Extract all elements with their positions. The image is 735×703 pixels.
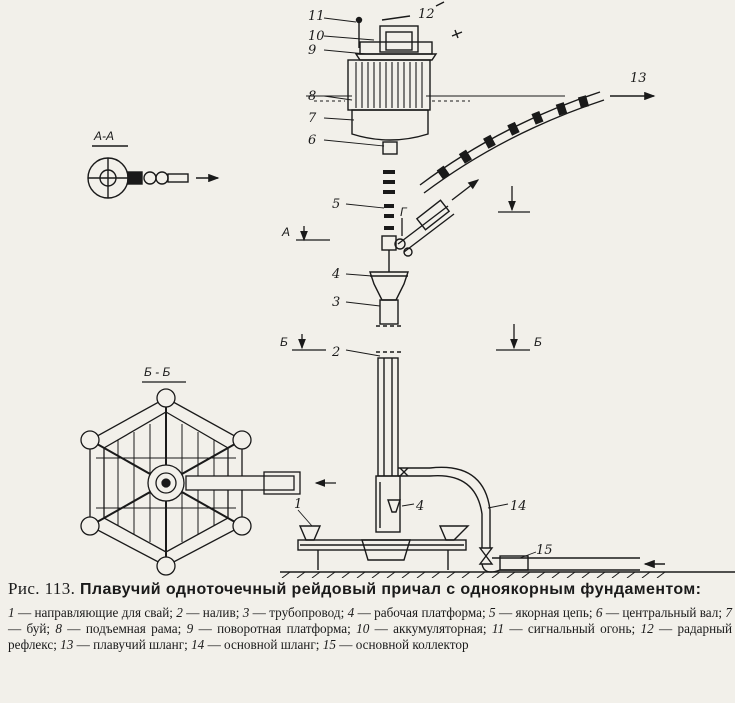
section-g-mark: Г — [400, 205, 408, 219]
legend-number: 13 — [60, 637, 74, 652]
legend-number: 15 — [322, 637, 336, 652]
legend-number: 7 — [725, 605, 732, 620]
legend-item: 14 — основной шланг; — [191, 637, 323, 652]
callout-15: 15 — [536, 543, 553, 558]
legend-number: 11 — [491, 621, 505, 636]
legend-text: плавучий шланг — [93, 637, 185, 652]
legend-number: 6 — [595, 605, 603, 620]
section-b-mark-right: Б — [534, 335, 542, 349]
callout-6: 6 — [308, 133, 316, 148]
seabed-foundation — [280, 525, 735, 578]
legend-text: якорная цепь — [515, 605, 589, 620]
section-a-mark: А — [281, 225, 290, 239]
legend-text: подъемная рама — [85, 621, 178, 636]
callout-12: 12 — [418, 7, 435, 22]
main-hose — [398, 466, 665, 573]
callout-labels: 11 12 10 9 8 7 6 5 4 3 2 4 13 14 15 1 — [294, 7, 647, 558]
legend-item: 7 — буй; — [8, 605, 732, 636]
legend-item: 15 — основной коллектор — [322, 637, 469, 652]
legend-text: основной коллектор — [355, 637, 469, 652]
callout-7: 7 — [308, 111, 317, 126]
legend-number: 1 — [8, 605, 15, 620]
legend-text: трубопровод — [269, 605, 341, 620]
callout-3: 3 — [332, 295, 340, 310]
legend-number: 2 — [176, 605, 183, 620]
callout-4-top: 4 — [331, 267, 340, 282]
legend-text: центральный вал — [622, 605, 719, 620]
legend-text: сигнальный огонь — [527, 621, 632, 636]
floating-hose — [394, 91, 656, 257]
legend-item: 3 — трубопровод; — [242, 605, 348, 620]
leader-lines — [297, 17, 537, 559]
callout-13: 13 — [630, 71, 647, 86]
legend-item: 1 — направляющие для свай; — [8, 605, 177, 620]
legend-number: 3 — [242, 605, 250, 620]
figure-legend: 1 — направляющие для свай; 2 — налив; 3 … — [8, 605, 732, 653]
legend-text: радарный рефлекс — [8, 621, 733, 652]
callout-11: 11 — [308, 9, 325, 24]
legend-item: 9 — поворотная платформа; — [186, 621, 357, 636]
legend-text: поворотная платформа — [217, 621, 348, 636]
caption-prefix: Рис. 113. — [8, 579, 76, 598]
water-surface — [306, 95, 565, 102]
legend-text: основной шланг — [224, 637, 316, 652]
callout-2: 2 — [331, 345, 340, 360]
legend-number: 12 — [640, 621, 654, 636]
section-aa-detail — [87, 145, 220, 199]
mooring-diagram: 11 12 10 9 8 7 6 5 4 3 2 4 13 14 15 1 А-… — [80, 1, 735, 578]
legend-number: 9 — [186, 621, 194, 636]
buoy-assembly — [347, 1, 463, 155]
section-markers — [292, 186, 530, 351]
legend-text: аккумуляторная — [393, 621, 483, 636]
legend-text: рабочая платформа — [374, 605, 482, 620]
callout-14: 14 — [510, 499, 527, 514]
legend-item: 12 — радарный рефлекс; — [8, 621, 733, 652]
callout-1: 1 — [294, 497, 302, 512]
callout-5: 5 — [332, 197, 340, 212]
legend-number: 8 — [55, 621, 62, 636]
section-bb-plan — [80, 381, 336, 576]
central-column — [369, 235, 409, 533]
figure-caption: Рис. 113. Плавучий одноточечный рейдовый… — [8, 579, 732, 653]
legend-item: 8 — подъемная рама; — [55, 621, 187, 636]
caption-text: Плавучий одноточечный рейдовый причал с … — [79, 581, 702, 598]
section-bb-label: Б - Б — [144, 365, 170, 379]
callout-8: 8 — [308, 89, 316, 104]
section-letters: А-А Б - Б А Б Б Г — [93, 129, 542, 379]
legend-item: 11 — сигнальный огонь; — [491, 621, 641, 636]
legend-number: 10 — [356, 621, 370, 636]
legend-item: 5 — якорная цепь; — [489, 605, 596, 620]
legend-item: 2 — налив; — [176, 605, 243, 620]
section-b-mark-left: Б — [280, 335, 288, 349]
legend-text: направляющие для свай — [34, 605, 170, 620]
legend-number: 4 — [347, 605, 355, 620]
callout-9: 9 — [308, 43, 316, 58]
callout-4-bottom: 4 — [415, 499, 424, 514]
caption-title: Рис. 113. Плавучий одноточечный рейдовый… — [8, 579, 732, 599]
callout-10: 10 — [308, 29, 325, 44]
legend-number: 5 — [489, 605, 496, 620]
legend-text: буй — [26, 621, 47, 636]
legend-number: 14 — [191, 637, 205, 652]
legend-text: налив — [202, 605, 236, 620]
legend-item: 4 — рабочая платформа; — [347, 605, 490, 620]
legend-item: 10 — аккумуляторная; — [356, 621, 492, 636]
legend-item: 6 — центральный вал; — [595, 605, 726, 620]
legend-item: 13 — плавучий шланг; — [60, 637, 192, 652]
anchor-chain — [383, 170, 395, 230]
section-aa-label: А-А — [93, 129, 114, 143]
